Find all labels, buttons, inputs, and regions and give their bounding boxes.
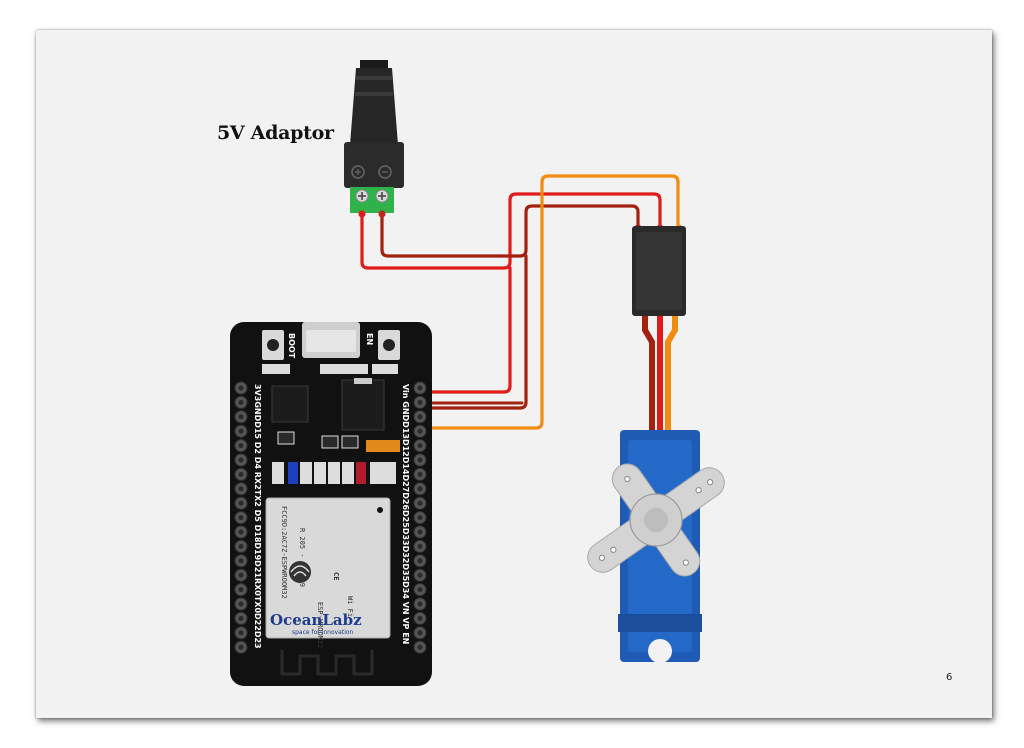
header-pin-hole [238,558,244,564]
header-pin-hole [238,543,244,549]
header-pin-hole [238,385,244,391]
header-pin-hole [238,601,244,607]
header-pin-hole [417,471,423,477]
right-header-pins [413,381,427,654]
header-pin-hole [417,601,423,607]
header-pin-hole [417,414,423,420]
header-pin-hole [417,500,423,506]
header-pin-hole [417,529,423,535]
wire-signal [418,174,680,430]
right-pin-labels: Vin GNDD13D12D14D27D26D25D33D32D35D34 VN… [401,384,410,644]
header-pin-hole [417,543,423,549]
header-pin-hole [238,399,244,405]
header-pin-hole [417,587,423,593]
boot-label: BOOT [287,333,296,359]
wire-adaptor-positive [360,192,662,270]
header-pin-hole [238,615,244,621]
header-pin-hole [417,399,423,405]
brand-logo: OceanLabz [270,611,362,629]
ce-mark: CE [332,572,340,580]
left-header-pins [234,381,248,654]
header-pin-hole [238,457,244,463]
header-pin-hole [417,385,423,391]
header-pin-hole [417,428,423,434]
header-pin-hole [238,529,244,535]
dc-jack-adaptor [344,60,404,213]
header-pin-hole [417,457,423,463]
en-label: EN [365,333,374,345]
header-pin-hole [417,515,423,521]
header-pin-hole [238,486,244,492]
header-pin-hole [238,644,244,650]
header-pin-hole [417,558,423,564]
header-pin-hole [238,630,244,636]
header-pin-hole [417,572,423,578]
servo-motor [587,226,725,663]
module-code: R 205 - 000519 [298,528,306,587]
header-pin-hole [417,443,423,449]
header-pin-hole [238,515,244,521]
header-pin-hole [238,500,244,506]
wire-adaptor-negative [380,204,640,258]
terminal-block [350,187,394,213]
module-fcc: FCC9D:2AC7Z-ESPWROOM32 [280,506,288,599]
header-pin-hole [417,486,423,492]
brand-tagline: space for innovation [292,629,354,636]
wifi-label: Wi Fi [346,596,354,617]
header-pin-hole [417,644,423,650]
header-pin-hole [238,414,244,420]
header-pin-hole [417,615,423,621]
header-pin-hole [417,630,423,636]
header-pin-hole [238,587,244,593]
module-name: ESP-WROOM32 [316,602,324,648]
wire-vin [418,266,512,394]
adaptor-label: 5V Adaptor [217,122,334,144]
header-pin-hole [238,572,244,578]
header-pin-hole [238,428,244,434]
page-number: 6 [946,672,953,683]
header-pin-hole [238,443,244,449]
header-pin-hole [238,471,244,477]
wire-gnd [418,254,528,410]
esp32-board: BOOT EN FCC9D:2AC7Z-ESPWROOM32 R 205 - 0… [230,322,432,686]
page-sheet [36,30,992,718]
left-pin-labels: 3V3GNDD15 D2 D4 RX2TX2 D5 D18D19D21RX0TX… [253,384,262,649]
